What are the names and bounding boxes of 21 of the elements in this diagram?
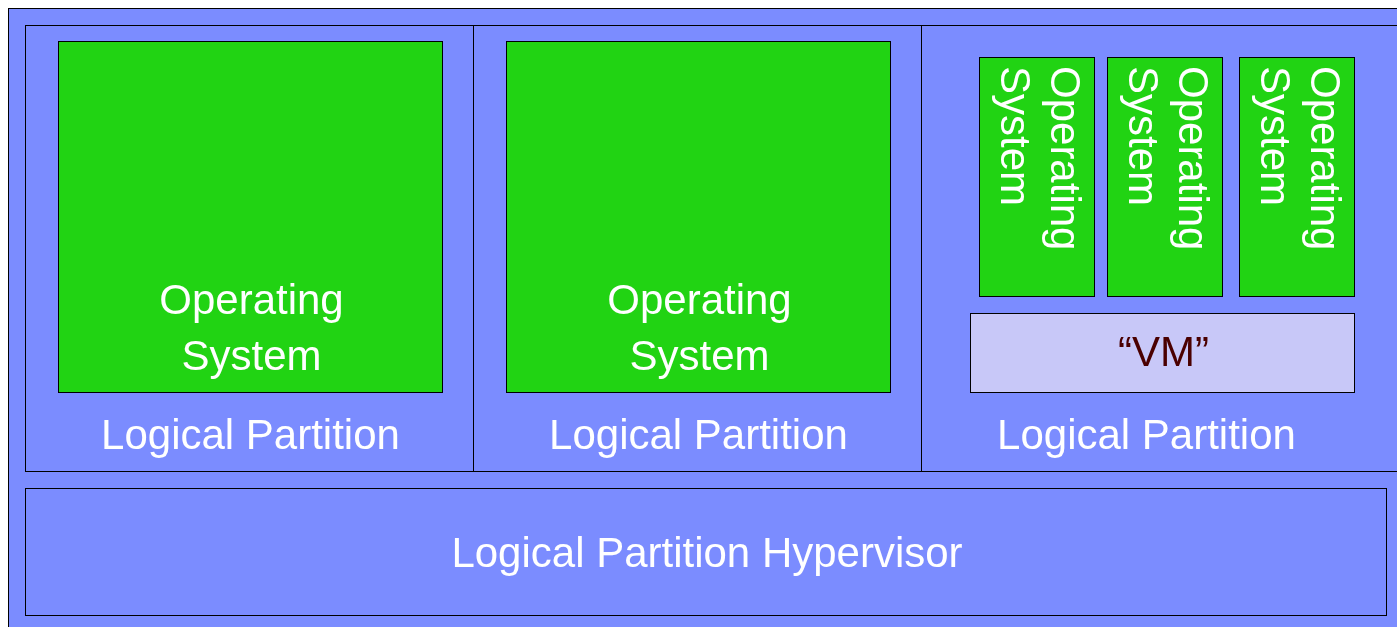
hypervisor-bar (25, 488, 1387, 616)
os-label: Operating System (606, 275, 793, 381)
partition-label: Logical Partition (996, 410, 1297, 460)
partition-box (473, 25, 922, 472)
os-box (58, 41, 443, 393)
partition-label: Logical Partition (548, 410, 849, 460)
partition-box (25, 25, 474, 472)
os-box (1107, 57, 1223, 297)
partition-label: Logical Partition (100, 410, 401, 460)
hypervisor-label: Logical Partition Hypervisor (450, 528, 964, 578)
os-label: Operating System (1251, 66, 1350, 253)
os-box (506, 41, 891, 393)
system-frame (8, 8, 1397, 627)
os-label: Operating System (991, 66, 1090, 253)
partition-box (921, 25, 1397, 472)
os-label: Operating System (1119, 66, 1218, 253)
vm-label: “VM” (1117, 327, 1210, 377)
os-label: Operating System (158, 275, 345, 381)
vm-box (970, 313, 1355, 393)
os-box (1239, 57, 1355, 297)
os-box (979, 57, 1095, 297)
